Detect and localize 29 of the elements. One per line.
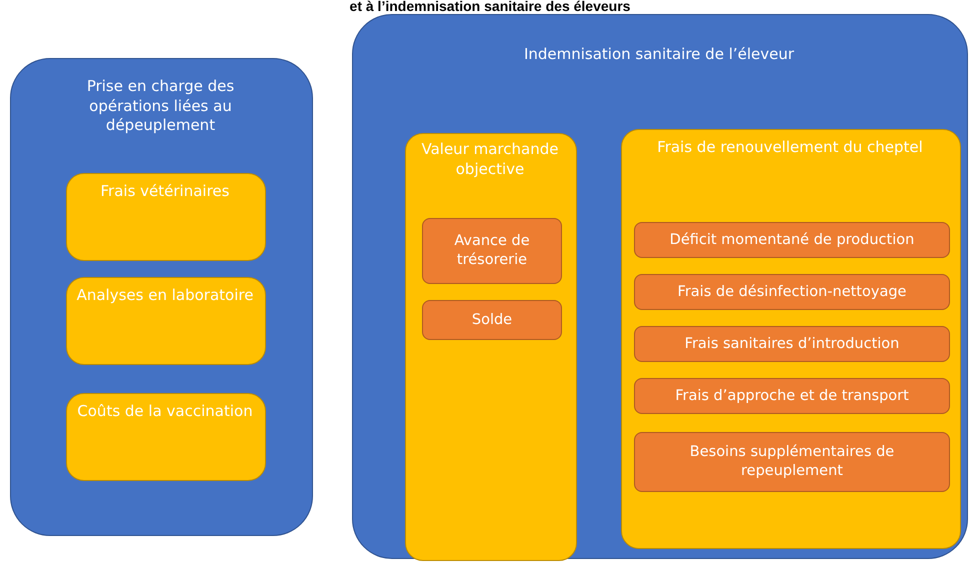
item-box	[634, 326, 950, 362]
box-label: Frais de désinfection-nettoyage	[676, 282, 908, 302]
item-box	[634, 274, 950, 310]
category-box	[405, 133, 577, 561]
box-label: Prise en charge des opérations liées au dépeuplement	[86, 77, 236, 136]
item-box	[634, 222, 950, 258]
category-box	[66, 393, 266, 481]
group-panel	[10, 58, 313, 536]
box-label: Frais vétérinaires	[100, 182, 230, 202]
category-box	[621, 129, 961, 549]
item-box	[634, 378, 950, 414]
box-label: Avance de trésorerie	[453, 232, 531, 270]
box-label: Analyses en laboratoire	[76, 286, 254, 306]
box-label: Coûts de la vaccination	[76, 402, 254, 422]
category-box	[66, 173, 266, 261]
item-box	[422, 218, 562, 284]
title: et à l’indemnisation sanitaire des éleveurs	[348, 0, 632, 14]
group-panel	[352, 14, 968, 559]
item-box	[422, 300, 562, 340]
box-label: Déficit momentané de production	[668, 230, 916, 250]
box-label: Solde	[470, 310, 514, 330]
box-label: Frais sanitaires d’introduction	[684, 334, 900, 354]
box-label: Valeur marchande objective	[420, 140, 560, 179]
box-label: Besoins supplémentaires de repeuplement	[688, 443, 896, 481]
item-box	[634, 432, 950, 492]
box-label: Frais d’approche et de transport	[674, 386, 910, 406]
category-box	[66, 277, 266, 365]
box-label: Indemnisation sanitaire de l’éleveur	[522, 45, 796, 64]
box-label: Frais de renouvellement du cheptel	[656, 138, 924, 158]
